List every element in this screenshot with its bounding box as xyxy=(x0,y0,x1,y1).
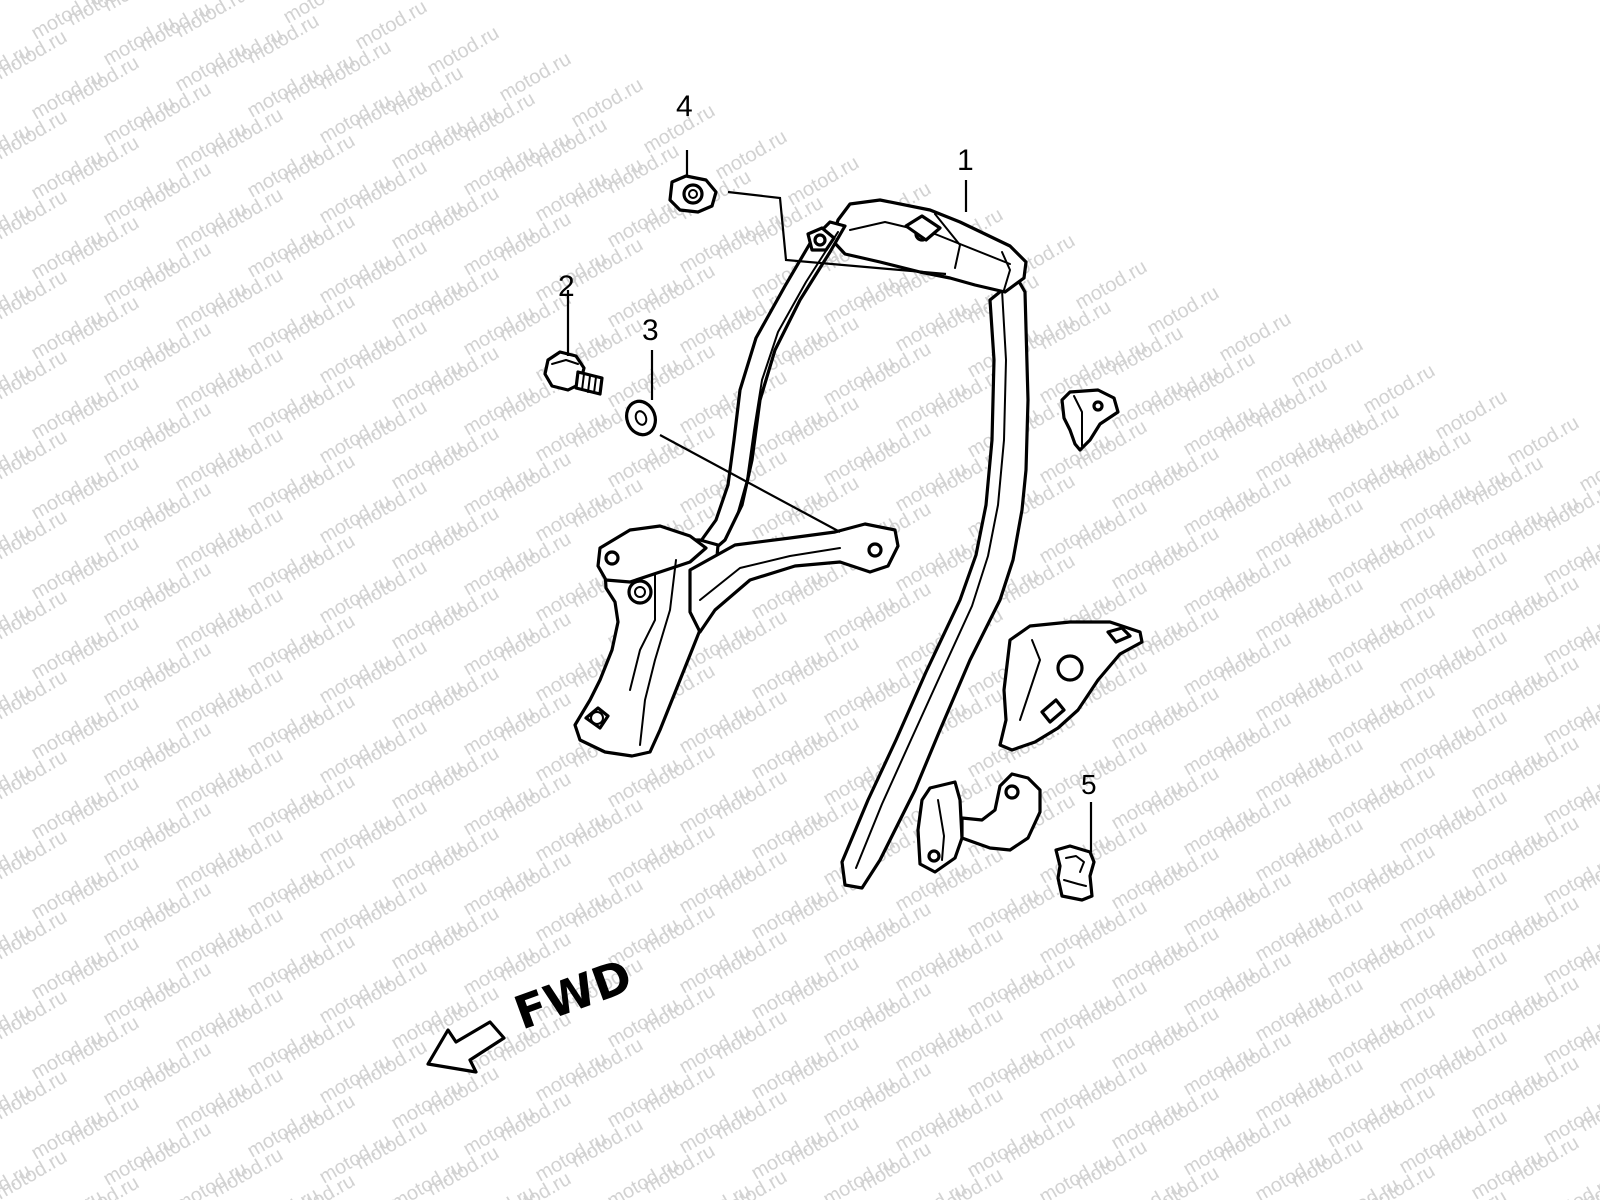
nut-part-4 xyxy=(668,174,718,214)
callout-5: 5 xyxy=(1081,769,1097,800)
watermark-text: motod.ru xyxy=(352,0,431,54)
leader-lines xyxy=(566,150,1093,852)
watermark-text: motod.ru xyxy=(424,22,503,81)
callout-3: 3 xyxy=(642,314,659,347)
watermark-text: motod.ru xyxy=(244,1184,323,1200)
watermark-text: motod.ru xyxy=(568,74,647,133)
watermark-text: motod.ru xyxy=(1540,1172,1600,1200)
watermark-text: motod.ru xyxy=(1108,1176,1187,1200)
frame-part-1 xyxy=(573,198,1144,890)
watermark-text: motod.ru xyxy=(1144,282,1223,341)
watermark-text: motod.ru xyxy=(496,48,575,107)
callout-2: 2 xyxy=(558,270,575,303)
watermark-text: motod.ru xyxy=(28,1186,107,1200)
watermark-text: motod.ru xyxy=(1504,412,1583,471)
bolt-part-2 xyxy=(543,350,604,396)
watermark-text: motod.ru xyxy=(784,152,863,211)
watermark-text: motod.ru xyxy=(1216,308,1295,367)
watermark-text: motod.ru xyxy=(0,0,71,4)
watermark-text: motod.ru xyxy=(1288,334,1367,393)
watermark-text: motod.ru xyxy=(172,1158,251,1200)
watermark-text: motod.ru xyxy=(892,1178,971,1200)
watermark-text: motod.ru xyxy=(1072,256,1151,315)
watermark-text: motod.ru xyxy=(1432,386,1511,445)
watermark-text: motod.ru xyxy=(820,1152,899,1200)
watermark-text: motod.ru xyxy=(1360,360,1439,419)
watermark-text: motod.ru xyxy=(1324,1174,1403,1200)
watermark-text: motod.ru xyxy=(460,1182,539,1200)
clip-part-5 xyxy=(1054,844,1096,902)
callout-4: 4 xyxy=(676,90,693,123)
watermark-text: motod.ru xyxy=(1036,1150,1115,1200)
watermark-text: motod.ru xyxy=(604,1154,683,1200)
watermark-text: motod.ru xyxy=(676,1180,755,1200)
washer-part-3 xyxy=(625,399,657,437)
callout-1: 1 xyxy=(957,144,974,177)
watermark-text: motod.ru xyxy=(388,1156,467,1200)
left-arrow-icon xyxy=(426,1020,506,1074)
watermark-text: motod.ru xyxy=(712,126,791,185)
